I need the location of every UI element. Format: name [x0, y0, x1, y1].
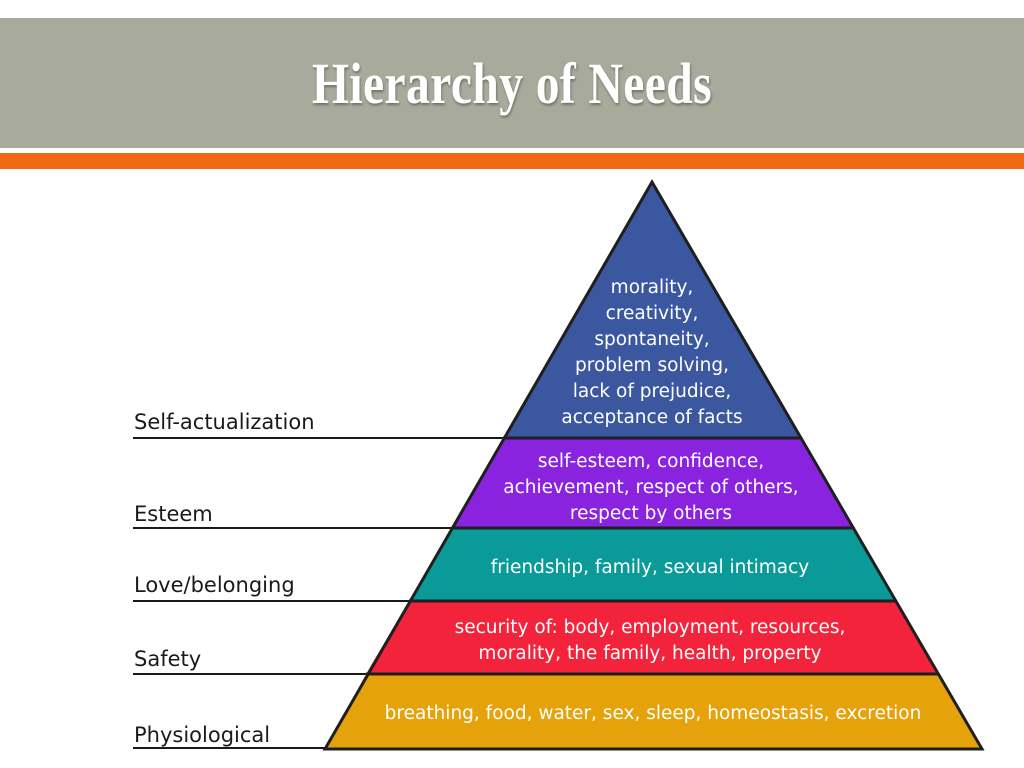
level-label-physiological: Physiological — [134, 723, 270, 747]
esteem-line: self-esteem, confidence, — [538, 451, 764, 472]
self-actualization-line: spontaneity, — [594, 329, 709, 350]
title-bar — [0, 18, 1024, 148]
safety-line: morality, the family, health, property — [478, 643, 821, 664]
band-esteem — [452, 438, 852, 528]
self-actualization-line: problem solving, — [575, 355, 729, 376]
safety-line: security of: body, employment, resources… — [455, 617, 846, 638]
band-physiological — [326, 674, 981, 748]
level-label-self-actualization: Self-actualization — [134, 410, 315, 434]
accent-bar — [0, 153, 1024, 169]
physiological-line: breathing, food, water, sex, sleep, home… — [385, 703, 922, 724]
love-belonging-line: friendship, family, sexual intimacy — [491, 557, 809, 578]
esteem-line: achievement, respect of others, — [503, 477, 798, 498]
self-actualization-line: lack of prejudice, — [573, 381, 731, 402]
band-self-actualization — [503, 184, 801, 438]
level-label-love-belonging: Love/belonging — [134, 573, 295, 597]
pyramid-outline — [322, 179, 985, 751]
self-actualization-line: morality, — [611, 277, 694, 298]
band-safety — [366, 601, 938, 674]
band-love-belonging — [409, 528, 895, 601]
self-actualization-line: acceptance of facts — [561, 407, 742, 428]
level-label-esteem: Esteem — [134, 502, 213, 526]
self-actualization-line: creativity, — [606, 303, 699, 324]
esteem-line: respect by others — [570, 503, 732, 524]
slide-title: Hierarchy of Needs — [311, 50, 713, 116]
level-label-safety: Safety — [134, 647, 201, 671]
